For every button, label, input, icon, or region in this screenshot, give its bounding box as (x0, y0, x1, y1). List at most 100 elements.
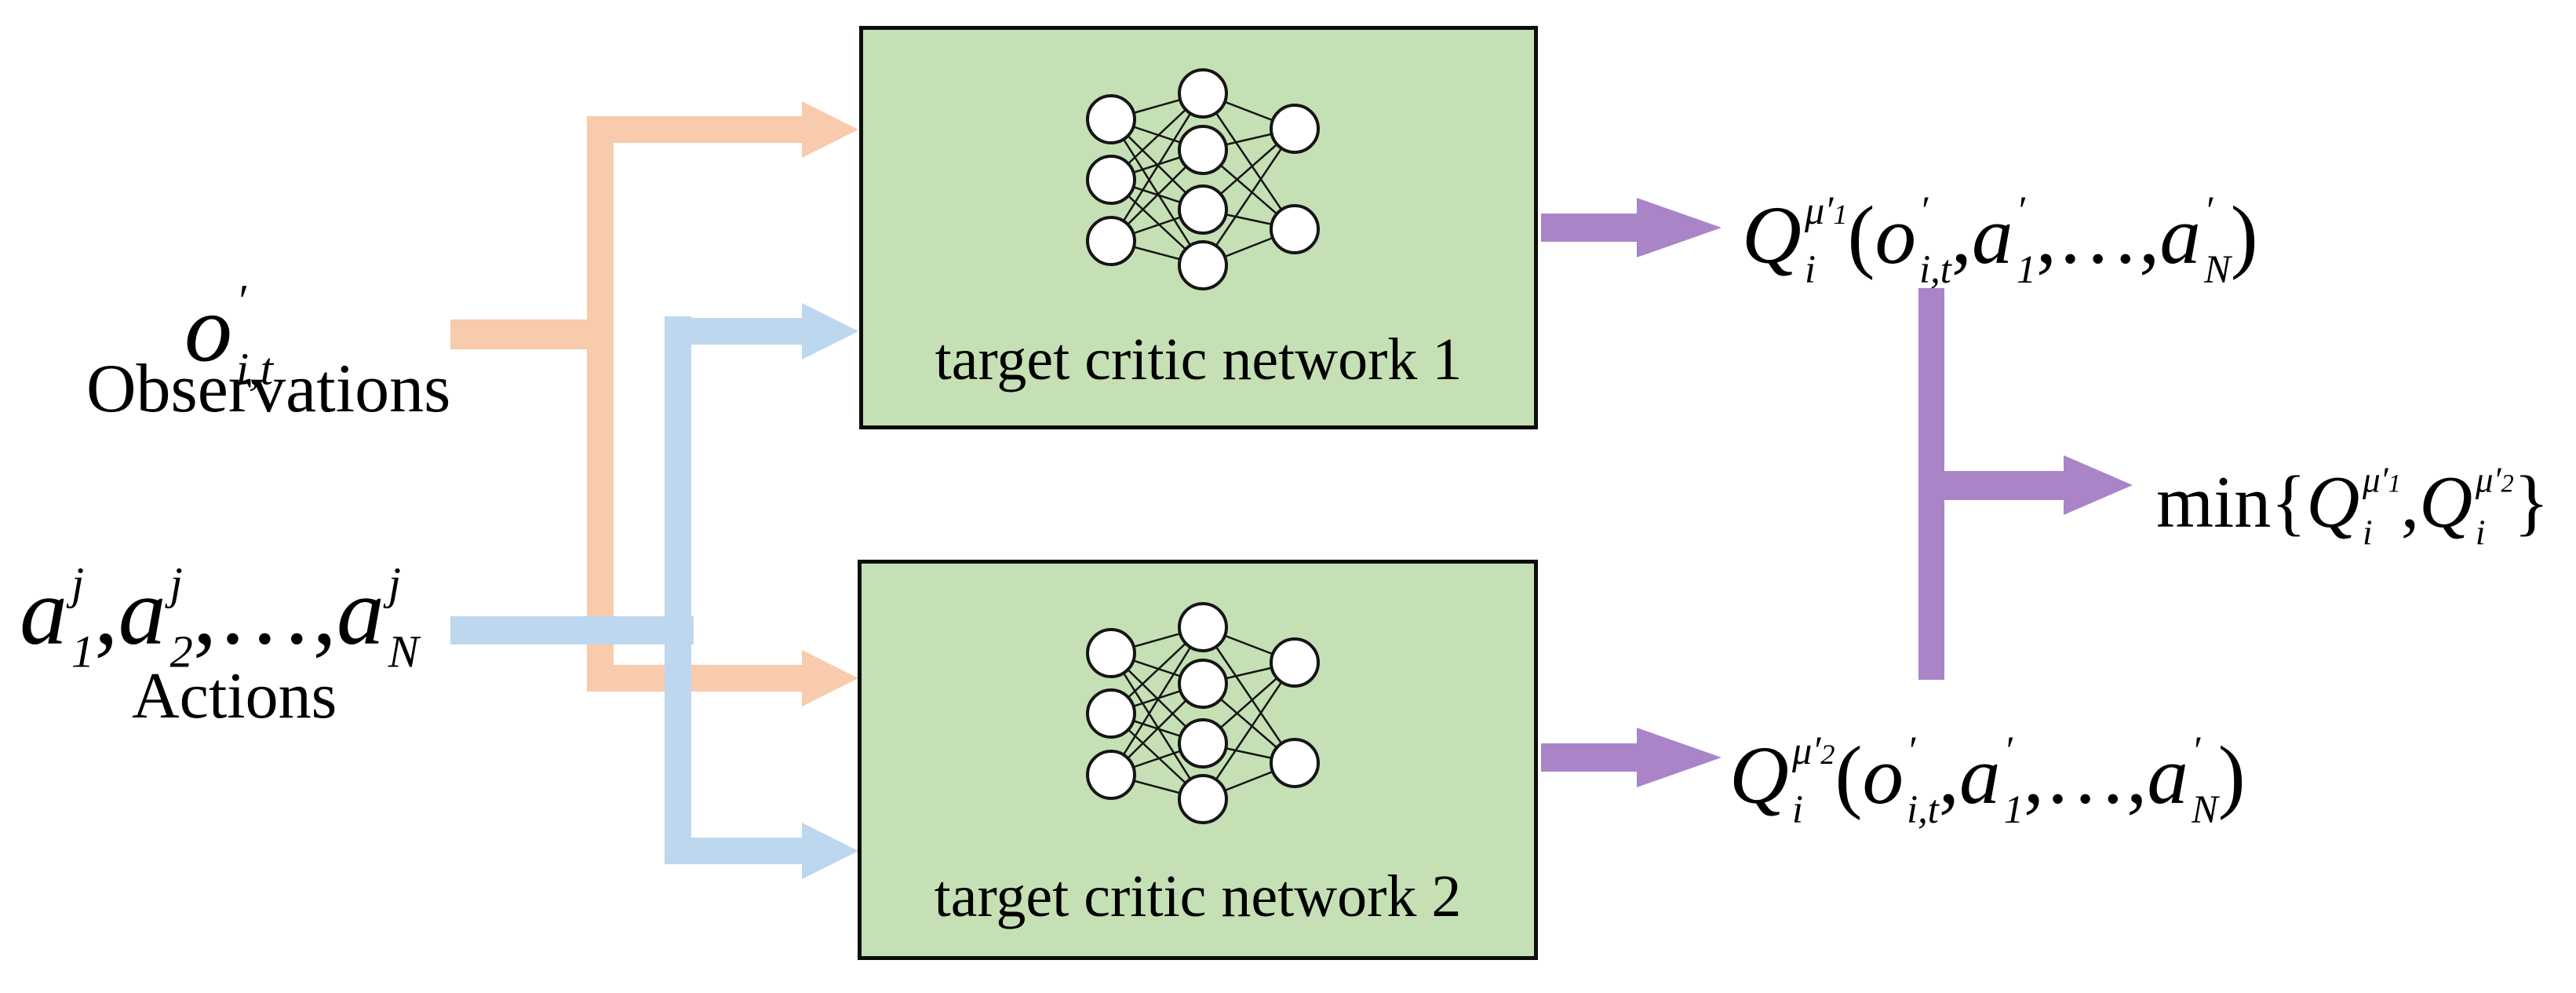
prime-mark: ′ (1824, 188, 1834, 233)
observations-arrowhead-bottom (802, 650, 858, 706)
observations-caption: Observations (86, 351, 451, 427)
observations-arrowhead-top (802, 101, 858, 158)
mu-index: 2 (1820, 739, 1835, 771)
observation-scripts: ′ i,t (236, 278, 273, 392)
ellipsis: ,…, (2023, 728, 2148, 821)
action-subscript: N (2204, 246, 2231, 291)
mu-symbol: μ (2475, 460, 2494, 500)
neural-network-icon (1086, 602, 1320, 824)
observation-symbol: o (184, 276, 232, 382)
action-symbol: a (1959, 728, 2001, 821)
action-symbol: a (2147, 728, 2188, 821)
q-superscript: μ′1 (1805, 191, 1847, 230)
mu-index: 1 (1833, 199, 1848, 231)
comma: , (1951, 188, 1972, 281)
obs-arg: o′i,t (1875, 188, 1951, 289)
action-arg-1: a′1 (1972, 188, 2036, 289)
neural-network-icon (1086, 68, 1320, 290)
prime-mark: ′ (1919, 188, 1929, 233)
prime-mark: ′ (2192, 728, 2201, 773)
action-symbol: a (118, 558, 166, 665)
min-join-vertical (1918, 288, 1944, 680)
prime-mark: ′ (1907, 728, 1916, 773)
left-paren: ( (1847, 188, 1875, 281)
action-subscript: N (2192, 787, 2218, 831)
action-symbol: a (336, 558, 384, 665)
action-arg-N: a′ N (2159, 188, 2230, 289)
min-arrowhead (2064, 455, 2133, 515)
action-symbol: a (2159, 188, 2201, 281)
action-arg-1: a′1 (1959, 728, 2024, 829)
actions-caption: Actions (132, 659, 337, 732)
q-subscript: i (1792, 787, 1804, 831)
right-brace: } (2513, 461, 2549, 543)
mu-index: 2 (2501, 469, 2514, 498)
mu-index: 1 (2388, 469, 2401, 498)
obs-subscript: i,t (1919, 246, 1951, 291)
min-function: min (2156, 461, 2272, 543)
observations-flow-shaft-bottom (587, 665, 802, 692)
prime-mark: ′ (2493, 460, 2501, 500)
left-brace: { (2271, 461, 2307, 543)
q-superscript: μ′1 (2363, 460, 2401, 500)
actions-flow-label-bar (450, 616, 694, 644)
action-superscript: j (388, 557, 401, 609)
comma: , (2400, 461, 2420, 543)
mu-symbol: μ (2363, 460, 2381, 500)
q-symbol: Q (2419, 461, 2473, 543)
observations-flow-shaft-top (587, 116, 802, 143)
right-paren: ) (2217, 728, 2246, 821)
q1-output-shaft (1541, 214, 1637, 242)
obs-subscript: i,t (1907, 787, 1939, 831)
q-subscript: i (1805, 246, 1816, 291)
mu-symbol: μ (1792, 728, 1813, 773)
ellipsis: ,…, (2035, 188, 2160, 281)
action-symbol: a (1972, 188, 2013, 281)
mu-symbol: μ (1805, 188, 1825, 233)
q-subscript: i (2475, 513, 2486, 553)
prime-mark: ′ (2204, 188, 2213, 233)
comma: , (94, 558, 118, 665)
observations-flow-vertical (587, 116, 614, 692)
target-critic-network-2-label: target critic network 2 (934, 863, 1462, 929)
actions-flow-vertical (665, 316, 691, 864)
target-critic-network-2-box: target critic network 2 (858, 560, 1538, 960)
min-arrow-shaft (1944, 471, 2064, 500)
target-critic-network-1-label: target critic network 1 (935, 327, 1463, 392)
action-superscript: j (71, 557, 85, 609)
q1-output-arrowhead (1637, 198, 1722, 257)
right-paren: ) (2230, 188, 2258, 281)
q2-output-arrowhead (1637, 728, 1722, 787)
action-subscript: 2 (169, 625, 193, 677)
action-subscript: 1 (2003, 787, 2024, 831)
action-subscript: N (388, 625, 419, 677)
prime-mark: ′ (1812, 728, 1821, 773)
actions-arrowhead-bottom (802, 823, 858, 879)
actions-flow-shaft-top (665, 318, 802, 345)
observation-symbol: o (1862, 728, 1904, 821)
obs-arg: o′ i,t (1862, 728, 1938, 829)
ellipsis: ,…, (192, 558, 337, 665)
prime-mark: ′ (2380, 460, 2388, 500)
observations-flow-label-bar (450, 319, 614, 349)
q-symbol: Q (1729, 728, 1789, 821)
action-superscript: j (169, 557, 183, 609)
q-superscript: μ′2 (1792, 731, 1835, 770)
q-symbol: Q (2306, 461, 2360, 543)
action-subscript: 1 (2016, 246, 2036, 291)
actions-arrowhead-top (802, 303, 858, 360)
observation-subscript: i,t (235, 342, 274, 394)
prime-mark: ′ (235, 275, 246, 327)
observations-math-label: o′ i,t (184, 255, 273, 392)
action-symbol: a (20, 558, 67, 665)
q-subscript: i (2363, 513, 2373, 553)
actions-flow-shaft-bottom (665, 838, 802, 864)
